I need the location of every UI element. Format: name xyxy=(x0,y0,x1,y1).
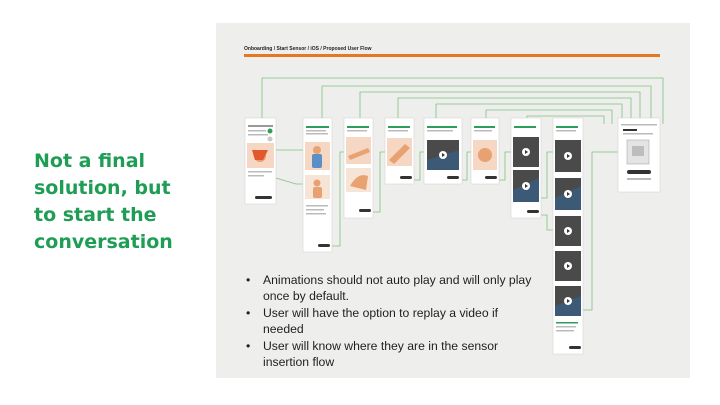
bullet-dot: • xyxy=(246,306,251,320)
list-item: • User will know where they are in the s… xyxy=(243,338,533,370)
connector xyxy=(359,91,641,124)
list-item: • User will have the option to replay a … xyxy=(243,305,533,337)
screen-welcome xyxy=(244,117,277,205)
headline-line: conversation xyxy=(34,231,173,253)
screen-video-sequence-a xyxy=(510,117,542,219)
screen-warmup xyxy=(617,117,661,193)
screen-sensor-applicator xyxy=(470,117,500,185)
connector xyxy=(275,177,303,185)
bullet-dot: • xyxy=(246,339,251,353)
connector xyxy=(373,151,385,213)
connector xyxy=(261,77,664,124)
list-item: • Animations should not auto play and wi… xyxy=(243,272,533,304)
connector xyxy=(541,214,553,231)
connector xyxy=(583,151,618,311)
screen-video-sequence-b xyxy=(552,117,584,355)
connector xyxy=(485,109,613,124)
notes-list: • Animations should not auto play and wi… xyxy=(243,272,533,371)
connector xyxy=(499,151,511,181)
flow-board xyxy=(216,23,690,378)
screen-apply-sensor xyxy=(384,117,415,185)
connector xyxy=(332,151,344,247)
connector xyxy=(414,151,424,181)
connector xyxy=(462,151,471,181)
list-item-text: User will have the option to replay a vi… xyxy=(263,306,499,336)
connector xyxy=(541,151,553,199)
headline-line: solution, but xyxy=(34,177,171,199)
headline-line: to start the xyxy=(34,204,157,226)
list-item-text: Animations should not auto play and will… xyxy=(263,273,532,303)
flow-connectors xyxy=(261,77,664,311)
connector xyxy=(321,85,652,124)
play-icon xyxy=(442,153,445,157)
connector xyxy=(397,97,632,124)
screen-clean-site xyxy=(343,117,374,219)
screen-prepare xyxy=(302,117,333,253)
accent-rule xyxy=(244,54,660,57)
bullet-dot: • xyxy=(246,273,251,287)
headline: Not a final solution, but to start the c… xyxy=(34,148,204,256)
board-title: Onboarding / Start Sensor / iOS / Propos… xyxy=(244,46,372,52)
connector xyxy=(435,103,623,124)
screen-video-insert xyxy=(423,117,463,185)
list-item-text: User will know where they are in the sen… xyxy=(263,339,499,369)
headline-line: Not a final xyxy=(34,150,146,172)
